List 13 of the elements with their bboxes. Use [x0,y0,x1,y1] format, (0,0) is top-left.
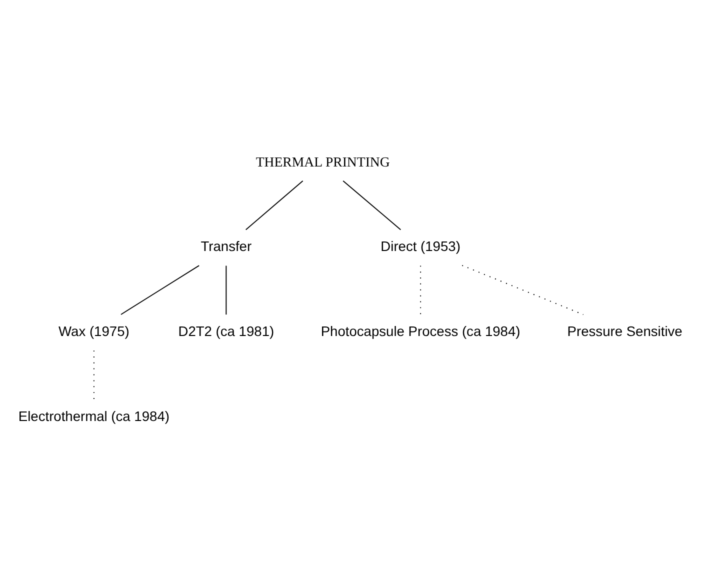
node-text: Direct (1953) [380,238,460,254]
node-text: Wax (1975) [58,323,130,340]
node-text: D2T2 (ca 1981) [178,323,274,340]
connector [342,180,402,230]
node-text: THERMAL PRINTING [256,154,390,170]
connector [226,265,227,316]
node-text: Transfer [200,238,252,254]
connector [120,265,200,315]
node-text: Pressure Sensitive [567,323,682,340]
connector [462,264,584,316]
node-text: Electrothermal (ca 1984) [18,408,170,424]
node-text: Photocapsule Process (ca 1984) [320,323,520,340]
connector [245,180,304,230]
